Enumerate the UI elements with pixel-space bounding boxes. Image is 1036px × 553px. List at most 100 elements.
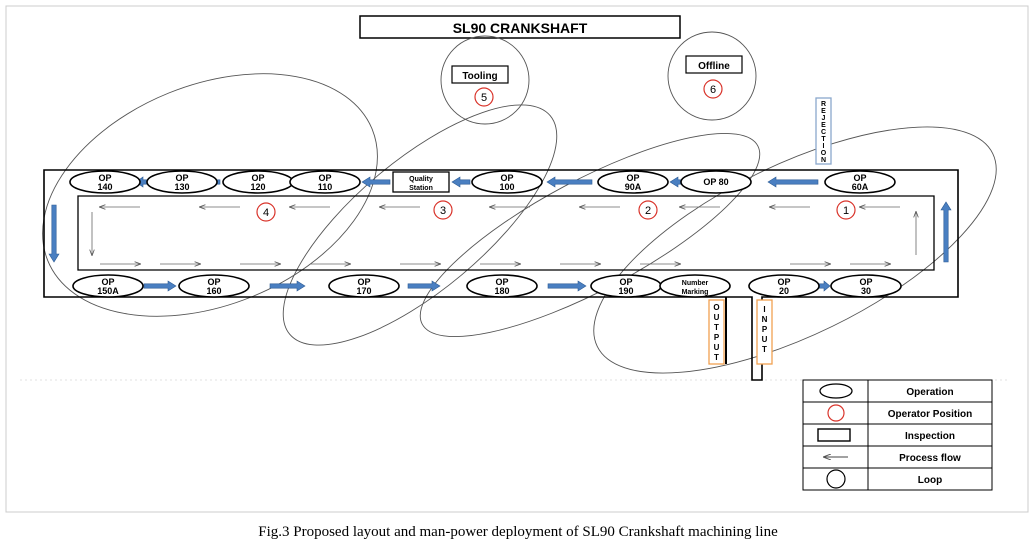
operator-number: 1 bbox=[843, 205, 849, 217]
operation-label-top: OP bbox=[626, 173, 639, 183]
title-box bbox=[359, 15, 681, 39]
loops bbox=[42, 31, 997, 374]
top-operation: OP 80 bbox=[680, 170, 752, 194]
operator-position-1: 1 bbox=[836, 200, 856, 220]
operation-label-bottom: 100 bbox=[499, 182, 514, 192]
rejection-letter: R bbox=[821, 101, 826, 108]
layout-diagram: SL90 CRANKSHAFT Tooling 5 Offline 6 REJE… bbox=[5, 5, 1029, 513]
legend-label-process-flow-arrow: Process flow bbox=[899, 453, 961, 464]
flow-arrow bbox=[48, 204, 60, 263]
operation-label-bottom: 120 bbox=[250, 182, 265, 192]
operator-number-5: 5 bbox=[481, 92, 487, 104]
operator-positions: 1 2 3 4 bbox=[256, 200, 856, 222]
operation-label-top: OP bbox=[318, 173, 331, 183]
operation-label-bottom: 30 bbox=[861, 286, 871, 296]
tooling-label: Tooling bbox=[462, 71, 497, 82]
operation-ellipse bbox=[830, 274, 902, 298]
offline-box bbox=[685, 55, 743, 74]
process-flow-arrows bbox=[48, 176, 952, 292]
loop-offline bbox=[667, 31, 757, 121]
input-letter: P bbox=[762, 325, 768, 334]
operator-position-5 bbox=[474, 87, 494, 107]
rejection-letter: I bbox=[823, 143, 825, 150]
operation-label-bottom: 180 bbox=[494, 286, 509, 296]
operation-label: OP 80 bbox=[703, 177, 728, 187]
tooling-box bbox=[451, 65, 509, 84]
operation-label-bottom: 20 bbox=[779, 286, 789, 296]
output-letter: P bbox=[714, 333, 720, 342]
quality-station-line1: Quality bbox=[409, 176, 433, 183]
operation-label-top: OP bbox=[495, 277, 508, 287]
legend-label-operation-ellipse: Operation bbox=[906, 387, 953, 398]
flow-arrow bbox=[547, 280, 587, 292]
operation-label-bottom: 190 bbox=[618, 286, 633, 296]
input-letter: I bbox=[763, 305, 765, 314]
operation-ellipse bbox=[72, 274, 144, 298]
output-letter: U bbox=[714, 343, 720, 352]
operator-number: 3 bbox=[440, 205, 446, 217]
output-box bbox=[708, 299, 725, 365]
rejection-letter: O bbox=[821, 150, 827, 157]
operation-label-bottom: 110 bbox=[318, 182, 333, 192]
operator-position-3: 3 bbox=[433, 200, 453, 220]
quality-station-line2: Station bbox=[409, 185, 433, 192]
operation-ellipse bbox=[680, 170, 752, 194]
operation-label-top: OP bbox=[357, 277, 370, 287]
flow-arrow bbox=[269, 280, 306, 292]
input-letter: T bbox=[762, 345, 767, 354]
flow-arrow bbox=[767, 176, 819, 188]
rejection-letter: E bbox=[821, 122, 826, 129]
operator-position-4: 4 bbox=[256, 202, 276, 222]
operator-position-2: 2 bbox=[638, 200, 658, 220]
operation-label-top: OP bbox=[101, 277, 114, 287]
legend-label-operator-circle: Operator Position bbox=[888, 409, 972, 420]
loop-4 bbox=[42, 73, 378, 317]
operation-label-top: OP bbox=[619, 277, 632, 287]
flow-arrow bbox=[940, 201, 952, 263]
input-letter: U bbox=[762, 335, 768, 344]
inner-flow-arrows bbox=[92, 207, 916, 264]
figure-frame bbox=[5, 5, 1029, 513]
figure-caption: Fig.3 Proposed layout and man-power depl… bbox=[258, 524, 778, 540]
operation-label-bottom: 170 bbox=[356, 286, 371, 296]
operation-label-bottom: 150A bbox=[97, 286, 119, 296]
input-letter: N bbox=[762, 315, 768, 324]
operation-ellipse bbox=[597, 170, 669, 194]
flow-arrow bbox=[451, 176, 471, 188]
output-letter: U bbox=[714, 313, 720, 322]
legend-operator-symbol bbox=[827, 404, 845, 422]
legend-loop-symbol bbox=[826, 469, 846, 489]
operator-number: 4 bbox=[263, 207, 269, 219]
operation-ellipse bbox=[178, 274, 250, 298]
loop-3 bbox=[282, 104, 558, 346]
operation-ellipse bbox=[659, 274, 731, 298]
operation-label-bottom: Marking bbox=[682, 289, 709, 296]
operator-number: 2 bbox=[645, 205, 651, 217]
rejection-box bbox=[815, 97, 832, 165]
input-box bbox=[756, 299, 773, 365]
operation-label-top: Number bbox=[682, 280, 709, 287]
operation-label-top: OP bbox=[251, 173, 264, 183]
operation-ellipse bbox=[471, 170, 543, 194]
operator-position-6 bbox=[703, 79, 723, 99]
operation-ellipse bbox=[466, 274, 538, 298]
operation-label-bottom: 90A bbox=[625, 182, 642, 192]
operation-label-top: OP bbox=[98, 173, 111, 183]
operation-ellipse bbox=[69, 170, 141, 194]
loop-tooling bbox=[440, 35, 530, 125]
operation-label-top: OP bbox=[853, 173, 866, 183]
